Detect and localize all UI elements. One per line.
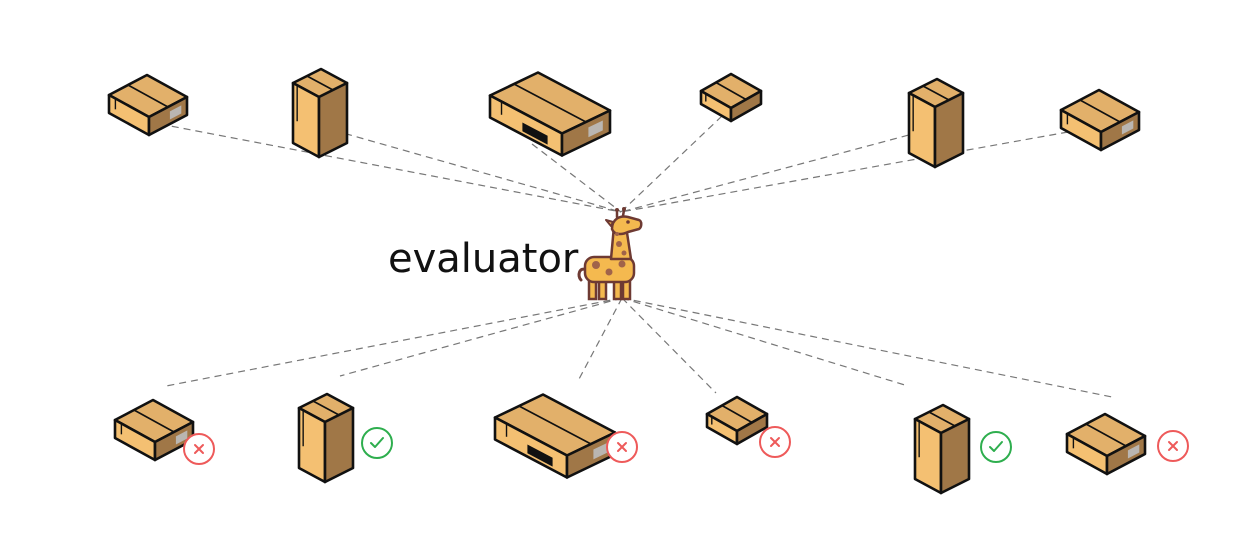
accepted-badge bbox=[980, 431, 1012, 463]
verdict-badges bbox=[183, 426, 1189, 465]
package-boxes bbox=[107, 67, 1147, 495]
evaluator-label: evaluator bbox=[388, 236, 579, 282]
output-connector bbox=[339, 297, 623, 377]
input-connector bbox=[620, 131, 921, 213]
check-icon bbox=[370, 437, 384, 448]
output-box bbox=[297, 392, 355, 484]
input-box bbox=[291, 67, 349, 159]
output-box bbox=[1065, 412, 1147, 476]
x-icon bbox=[194, 444, 204, 454]
output-connector bbox=[577, 297, 623, 382]
input-box bbox=[1059, 88, 1141, 152]
output-box bbox=[493, 393, 617, 479]
rejected-badge bbox=[183, 433, 215, 465]
x-icon bbox=[770, 437, 780, 447]
evaluator-node: evaluator bbox=[388, 207, 643, 301]
giraffe-icon bbox=[577, 207, 643, 301]
connector-lines bbox=[159, 115, 1113, 398]
output-connector bbox=[165, 297, 623, 387]
x-icon bbox=[617, 442, 627, 452]
input-connector bbox=[620, 115, 723, 213]
rejected-badge bbox=[606, 431, 638, 463]
input-connector bbox=[321, 126, 622, 213]
output-connector bbox=[621, 297, 909, 387]
input-box bbox=[907, 77, 965, 169]
output-connector bbox=[621, 297, 717, 394]
output-box bbox=[113, 398, 195, 462]
accepted-badge bbox=[361, 427, 393, 459]
input-connector bbox=[531, 143, 622, 213]
rejected-badge bbox=[1157, 430, 1189, 462]
x-icon bbox=[1168, 441, 1178, 451]
input-box bbox=[699, 72, 763, 123]
rejected-badge bbox=[759, 426, 791, 458]
input-connector bbox=[620, 131, 1069, 213]
input-box bbox=[488, 71, 612, 157]
output-connector bbox=[621, 297, 1113, 398]
input-connector bbox=[159, 123, 622, 213]
check-icon bbox=[989, 441, 1003, 452]
output-box bbox=[705, 395, 769, 446]
output-box bbox=[913, 403, 971, 495]
input-box bbox=[107, 73, 189, 137]
